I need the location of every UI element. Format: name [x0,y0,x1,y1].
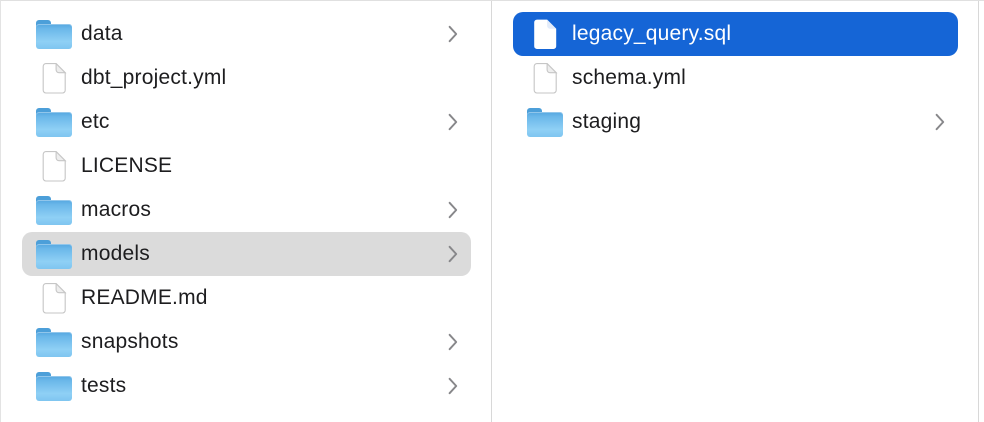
file-name-label: LICENSE [81,154,173,177]
document-icon [527,60,563,96]
document-icon [36,280,72,316]
chevron-right-icon [448,333,458,351]
file-row-license[interactable]: LICENSE [22,144,471,188]
file-name-label: tests [81,374,127,397]
file-name-label: legacy_query.sql [572,22,732,45]
document-icon [36,148,72,184]
file-name-label: schema.yml [572,66,687,89]
file-column-parent: data dbt_project.yml etc [1,1,492,422]
file-row-models[interactable]: models [22,232,471,276]
file-name-label: README.md [81,286,208,309]
file-row-macros[interactable]: macros [22,188,471,232]
chevron-right-icon [448,245,458,263]
folder-icon [36,368,72,404]
file-name-label: dbt_project.yml [81,66,227,89]
file-row-staging[interactable]: staging [513,100,958,144]
file-column-empty [979,1,984,422]
chevron-right-icon [935,113,945,131]
file-name-label: snapshots [81,330,179,353]
file-name-label: staging [572,110,642,133]
chevron-right-icon [448,201,458,219]
file-column-models: legacy_query.sql schema.yml staging [492,1,979,422]
folder-icon [36,192,72,228]
file-row-readme-md[interactable]: README.md [22,276,471,320]
file-name-label: etc [81,110,110,133]
folder-icon [527,104,563,140]
file-row-tests[interactable]: tests [22,364,471,408]
file-row-data[interactable]: data [22,12,471,56]
chevron-right-icon [448,113,458,131]
folder-icon [36,104,72,140]
file-row-schema-yml[interactable]: schema.yml [513,56,958,100]
document-icon [527,16,563,52]
chevron-right-icon [448,25,458,43]
file-name-label: data [81,22,123,45]
chevron-right-icon [448,377,458,395]
file-name-label: macros [81,198,152,221]
file-row-etc[interactable]: etc [22,100,471,144]
folder-icon [36,16,72,52]
folder-icon [36,236,72,272]
folder-icon [36,324,72,360]
file-name-label: models [81,242,150,265]
file-row-legacy-query-sql[interactable]: legacy_query.sql [513,12,958,56]
file-row-dbt-project-yml[interactable]: dbt_project.yml [22,56,471,100]
document-icon [36,60,72,96]
file-row-snapshots[interactable]: snapshots [22,320,471,364]
